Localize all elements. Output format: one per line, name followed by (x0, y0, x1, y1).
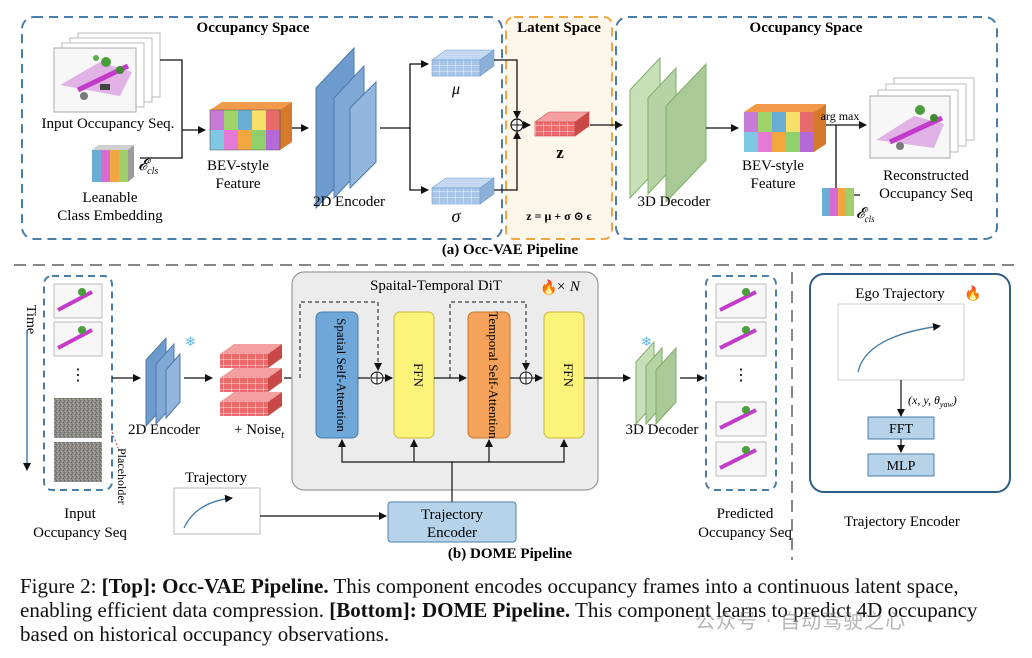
decoder-3d-bottom-label: 3D Decoder (626, 422, 699, 438)
recon-label-line2: Occupancy Seq (879, 186, 973, 202)
times-n-label: × N (556, 279, 581, 295)
noise-label: + Noiset (234, 422, 284, 441)
sigma-label: σ (452, 206, 462, 226)
encoder-2d-bottom (145, 336, 181, 428)
fire-icon: 🔥 (964, 285, 981, 302)
trajectory-encoder-box (387, 501, 517, 543)
ego-trajectory-panel (809, 273, 1011, 493)
predicted-dots: ⋮ (733, 367, 749, 384)
section-label-occupancy-left: Occupancy Space (197, 20, 310, 36)
recon-label-line1: Reconstructed (883, 168, 969, 184)
fft-label: FFT (889, 422, 914, 437)
latent-z-tensor (534, 111, 590, 137)
input-occupancy-stack (53, 32, 161, 113)
class-embedding-label: Class Embedding (57, 208, 163, 224)
argmax-label: arg max (821, 109, 860, 123)
fire-icon: 🔥 (540, 279, 557, 296)
trajectory-label: Trajectory (185, 470, 247, 486)
trajectory-encoder-caption: Trajectory Encoder (844, 514, 960, 530)
ffn-block-1 (393, 311, 435, 439)
ffn-label-1: FFN (411, 363, 426, 387)
caption-bottom-bold: [Bottom]: DOME Pipeline. (329, 598, 571, 622)
predicted-seq-box (705, 275, 777, 491)
bev-output-cube (744, 104, 826, 152)
bev-out-label-line2: Feature (751, 176, 796, 192)
input-dots: ⋮ (70, 367, 86, 384)
decoder-3d-top (629, 56, 707, 204)
watermark: 公众号 · 自动驾驶之心 (695, 609, 907, 633)
predicted-label-line1: Predicted (717, 506, 774, 522)
trajectory-plot (173, 487, 261, 535)
caption-top-bold: [Top]: Occ-VAE Pipeline. (101, 574, 329, 598)
mu-label: μ (451, 81, 460, 98)
time-label: Time (23, 305, 38, 334)
bev-label-line2: Feature (216, 176, 261, 192)
predicted-label-line2: Occupancy Seq (698, 525, 792, 541)
snowflake-icon: ❄ (641, 334, 652, 349)
caption-figure-number: Figure 2: (20, 574, 102, 598)
bev-out-label-line1: BEV-style (742, 158, 804, 174)
z-formula: z = μ + σ ⊙ ϵ (526, 209, 591, 223)
snowflake-icon: ❄ (185, 334, 196, 349)
noisy-latent-stack (220, 344, 282, 416)
input-seq-box (43, 275, 113, 491)
temporal-attention-label: Temporal Self-Attention (486, 311, 501, 439)
z-label: z (556, 143, 564, 162)
trajectory-encoder-line1: Trajectory (421, 507, 483, 523)
sigma-tensor (431, 177, 495, 205)
decoder-3d-bottom (635, 340, 677, 426)
mlp-box (867, 453, 935, 477)
temporal-attention-block (467, 311, 511, 439)
class-emb-symbol-out: 𝓔cls (856, 206, 875, 224)
encoder-2d-top (315, 46, 377, 210)
architecture-figure: Occupancy Space Latent Space Occupancy S… (14, 16, 1018, 562)
encoder-2d-bottom-label: 2D Encoder (128, 422, 200, 438)
class-embedding-bars-out (822, 188, 854, 216)
ego-trajectory-plot (837, 303, 965, 381)
trajectory-encoder-line2: Encoder (427, 525, 477, 541)
xy-theta-label: (x, y, θyaw) (908, 393, 957, 409)
class-embedding-bars (92, 145, 134, 182)
section-label-occupancy-right: Occupancy Space (750, 20, 863, 36)
mlp-label: MLP (887, 459, 916, 474)
spatial-attention-label: Spatial Self-Attention (334, 318, 349, 432)
input-frames (53, 283, 103, 482)
bev-label-line1: BEV-style (207, 158, 269, 174)
encoder-2d-top-label: 2D Encoder (313, 194, 385, 210)
bev-feature-cube (209, 102, 292, 151)
vae-pipeline-title: (a) Occ-VAE Pipeline (442, 242, 579, 258)
input-seq-bottom-line1: Input (64, 506, 96, 522)
input-seq-label: Input Occupancy Seq. (42, 116, 175, 132)
figure-caption: Figure 2: [Top]: Occ-VAE Pipeline. This … (20, 574, 1020, 646)
dome-pipeline-title: (b) DOME Pipeline (448, 546, 573, 562)
caption-top-text: This component encodes occupancy frames … (20, 574, 959, 622)
mu-tensor (431, 49, 495, 77)
reconstructed-occupancy-stack (869, 77, 975, 159)
decoder-3d-top-label: 3D Decoder (638, 194, 711, 210)
dit-block (291, 271, 599, 491)
caption-bottom-text: This component learns to predict 4D occu… (20, 598, 978, 646)
predicted-frames (715, 283, 767, 477)
leanable-label: Leanable (83, 190, 138, 206)
ffn-label-2: FFN (561, 363, 576, 387)
ego-trajectory-label: Ego Trajectory (855, 286, 945, 302)
input-seq-bottom-line2: Occupancy Seq (33, 525, 127, 541)
dit-title: Spaital-Temporal DiT (370, 278, 502, 294)
section-label-latent: Latent Space (517, 20, 601, 36)
vae-occupancy-space-left (21, 16, 503, 240)
spatial-attention-block (315, 311, 359, 439)
placeholder-label: Placeholder (115, 448, 129, 505)
class-emb-symbol: 𝓔cls (138, 157, 158, 177)
ffn-block-2 (543, 311, 585, 439)
